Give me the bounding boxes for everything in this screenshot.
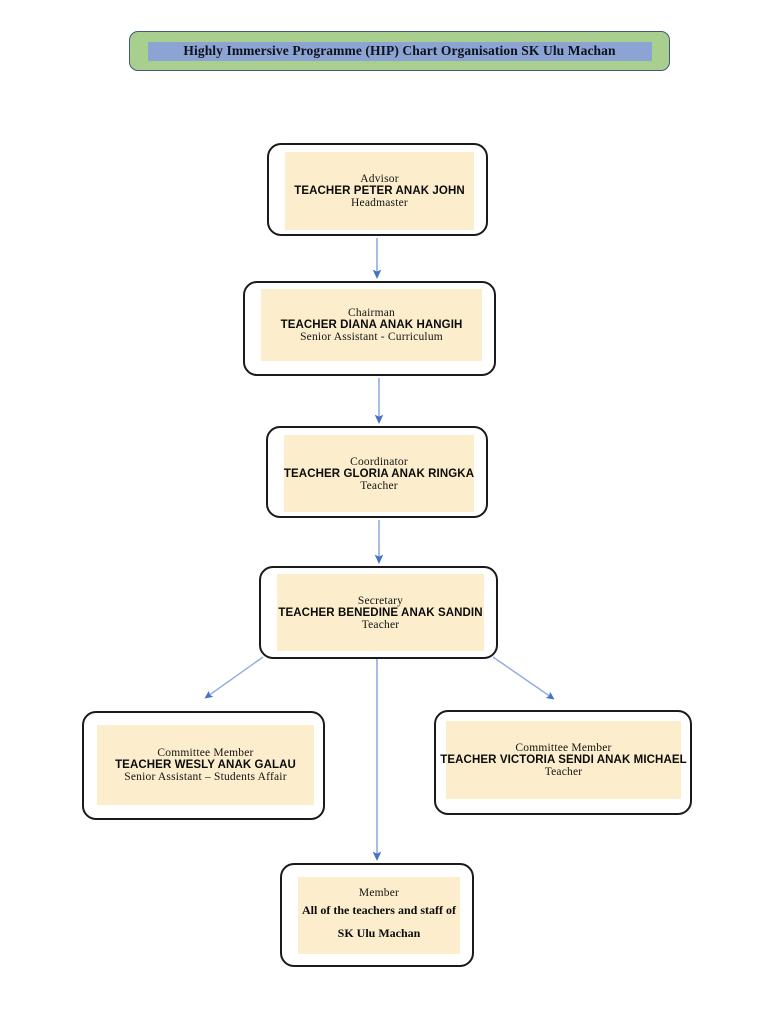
org-node-chairman-person: TEACHER DIANA ANAK HANGIH [280,319,463,331]
org-node-secretary-person: TEACHER BENEDINE ANAK SANDIN [278,606,483,619]
chart-title-band: Highly Immersive Programme (HIP) Chart O… [147,41,652,61]
org-node-advisor-person: TEACHER PETER ANAK JOHN [294,185,465,197]
org-node-committee-member-left-role: Committee Member [157,747,254,759]
org-node-secretary-role: Secretary [357,594,404,607]
org-node-committee-member-left-position: Senior Assistant – Students Affair [124,771,287,783]
org-node-committee-member-right-role: Committee Member [515,742,612,754]
org-node-advisor-position: Headmaster [351,197,408,209]
org-node-committee-member-right[interactable]: Committee Member TEACHER VICTORIA SENDI … [434,710,692,815]
org-node-committee-member-right-position: Teacher [544,766,583,778]
org-node-advisor[interactable]: Advisor TEACHER PETER ANAK JOHN Headmast… [267,143,488,236]
org-node-secretary-position: Teacher [361,618,400,631]
org-node-chairman-role: Chairman [348,307,395,319]
chart-title-banner: Highly Immersive Programme (HIP) Chart O… [129,31,670,71]
org-node-committee-member-right-content: Committee Member TEACHER VICTORIA SENDI … [440,721,687,799]
org-node-committee-member-left-content: Committee Member TEACHER WESLY ANAK GALA… [97,725,314,805]
org-node-coordinator[interactable]: Coordinator TEACHER GLORIA ANAK RINGKA T… [266,426,488,518]
org-node-committee-member-right-person: TEACHER VICTORIA SENDI ANAK MICHAEL [440,754,687,766]
edge-secretary-committee-right [492,656,555,700]
org-node-committee-member-left[interactable]: Committee Member TEACHER WESLY ANAK GALA… [82,711,325,820]
org-node-coordinator-role: Coordinator [350,455,408,468]
org-node-member-line1: All of the teachers and staff of [302,902,456,917]
org-node-advisor-role: Advisor [360,173,399,185]
org-node-coordinator-person: TEACHER GLORIA ANAK RINGKA [283,467,475,480]
org-node-committee-member-left-person: TEACHER WESLY ANAK GALAU [115,759,296,771]
org-node-chairman-position: Senior Assistant - Curriculum [300,331,443,343]
org-node-member-role: Member [358,886,400,899]
edge-secretary-committee-left [204,656,264,699]
org-node-chairman-content: Chairman TEACHER DIANA ANAK HANGIH Senio… [261,289,482,361]
org-node-member-line2: SK Ulu Machan [337,925,421,940]
org-node-coordinator-content: Coordinator TEACHER GLORIA ANAK RINGKA T… [284,435,474,512]
org-node-coordinator-position: Teacher [360,479,398,492]
org-node-member[interactable]: Member All of the teachers and staff of … [280,863,474,967]
org-node-member-content: Member All of the teachers and staff of … [298,877,460,954]
org-node-advisor-content: Advisor TEACHER PETER ANAK JOHN Headmast… [285,152,474,230]
org-node-chairman[interactable]: Chairman TEACHER DIANA ANAK HANGIH Senio… [243,281,496,376]
page-title: Highly Immersive Programme (HIP) Chart O… [183,43,616,58]
org-node-secretary[interactable]: Secretary TEACHER BENEDINE ANAK SANDIN T… [259,566,498,659]
org-node-secretary-content: Secretary TEACHER BENEDINE ANAK SANDIN T… [277,574,484,651]
